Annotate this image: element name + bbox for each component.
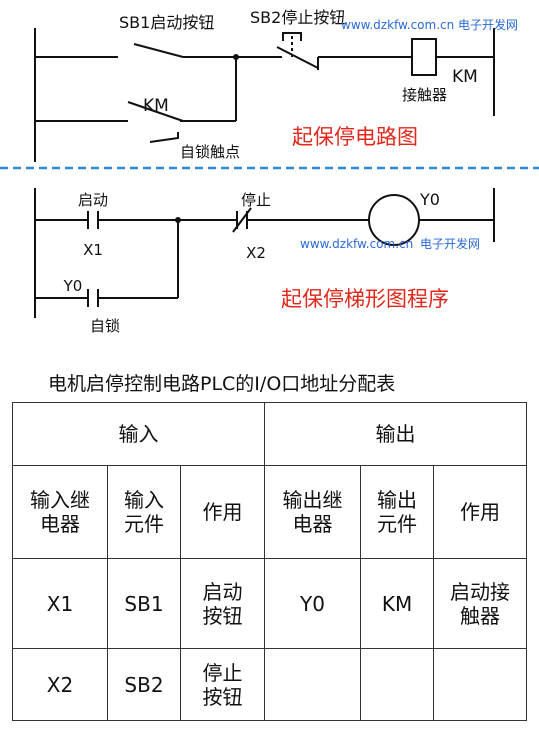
table-cell: 启动接 触器 <box>433 558 528 649</box>
self-lock-pointer <box>149 132 179 143</box>
table-cell <box>264 648 362 721</box>
junction-dot <box>233 54 239 60</box>
table-group-header-row: 输入 输出 <box>11 402 528 466</box>
ladder-diagram-caption: 起保停梯形图程序 <box>281 287 449 311</box>
x2-label: X2 <box>246 244 266 262</box>
x1-label: X1 <box>83 241 103 259</box>
table-row: X2 SB2 停止 按钮 <box>12 648 528 721</box>
table-cell: 停止 按钮 <box>179 648 266 721</box>
header-cell: 输入继 电器 <box>12 465 108 559</box>
table-cell: 启动 按钮 <box>179 558 266 649</box>
km-coil <box>411 38 437 76</box>
self-lock-contact-label: 自锁触点 <box>180 143 240 161</box>
sb2-pushbutton-cap <box>282 32 302 41</box>
sb1-contact-blade <box>133 43 184 58</box>
ladder-diagram <box>34 188 495 318</box>
table-cell: SB2 <box>107 648 181 721</box>
y0-coil-label: Y0 <box>419 190 440 209</box>
relay-circuit-caption: 起保停电路图 <box>292 125 418 149</box>
y0-contact-label: Y0 <box>63 277 83 295</box>
contactor-label: 接触器 <box>402 86 447 104</box>
group-header-input: 输入 <box>11 402 266 466</box>
table-cell: X2 <box>12 648 108 721</box>
header-cell: 输出 元件 <box>360 465 435 559</box>
km-coil-label: KM <box>452 67 478 87</box>
table-cell: KM <box>360 558 435 649</box>
header-cell: 作用 <box>433 465 528 559</box>
junction-dot <box>175 217 181 223</box>
watermark-site: 电子开发网 <box>420 236 480 251</box>
start-label: 启动 <box>78 191 108 209</box>
self-lock-label: 自锁 <box>90 317 120 335</box>
x2-contact-slash <box>232 207 252 233</box>
stop-label: 停止 <box>241 191 271 209</box>
io-table-title: 电机启停控制电路PLC的I/O口地址分配表 <box>48 373 395 395</box>
header-cell: 输出继 电器 <box>264 465 362 559</box>
sb1-label: SB1启动按钮 <box>119 13 214 32</box>
relay-circuit <box>34 28 495 162</box>
km-hold-contact-blade <box>127 101 184 122</box>
table-cell: Y0 <box>264 558 362 649</box>
table-cell <box>433 648 528 721</box>
io-allocation-table: 输入 输出 输入继 电器 输入 元件 作用 输出继 电器 输出 元件 作用 X1… <box>11 402 528 721</box>
table-cell: SB1 <box>107 558 181 649</box>
header-cell: 作用 <box>179 465 266 559</box>
sb2-contact-blade <box>276 46 319 69</box>
sb2-label: SB2停止按钮 <box>250 8 345 27</box>
table-row: X1 SB1 启动 按钮 Y0 KM 启动接 触器 <box>12 558 528 649</box>
watermark-url: www.dzkfw.com.cn <box>300 237 413 251</box>
km-hold-label: KM <box>143 96 169 116</box>
watermark-top: www.dzkfw.com.cn 电子开发网 <box>341 17 518 32</box>
group-header-output: 输出 <box>264 402 528 466</box>
table-cell: X1 <box>12 558 108 649</box>
table-header-row: 输入继 电器 输入 元件 作用 输出继 电器 输出 元件 作用 <box>12 465 528 559</box>
header-cell: 输入 元件 <box>107 465 181 559</box>
table-cell <box>360 648 435 721</box>
